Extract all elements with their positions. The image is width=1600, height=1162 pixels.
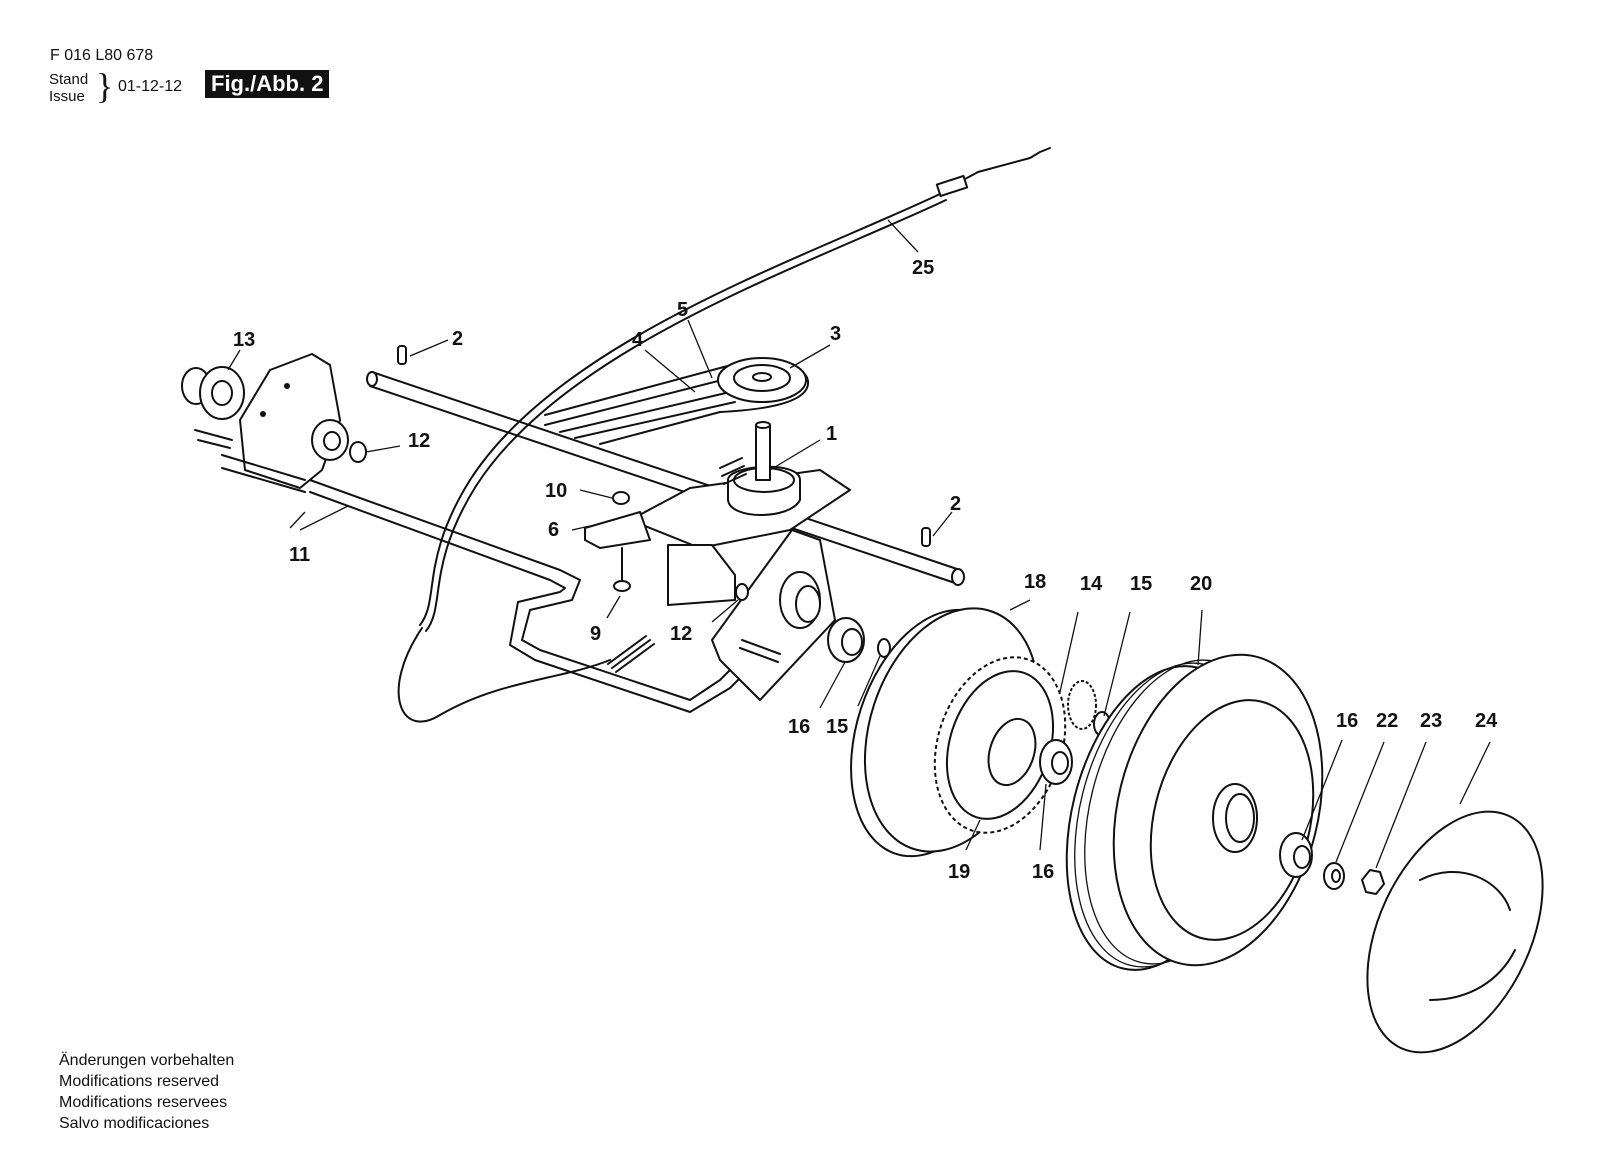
label-24: 24: [1475, 710, 1498, 732]
label-12-upper: 12: [408, 430, 430, 452]
label-15-lower: 15: [826, 716, 848, 738]
leader-lines: [227, 219, 1491, 869]
label-11: 11: [289, 544, 310, 566]
small-parts: [349, 441, 749, 673]
label-12-lower: 12: [670, 623, 692, 645]
notice-de: Änderungen vorbehalten: [59, 1052, 235, 1069]
label-4: 4: [632, 329, 644, 351]
part-11-axle-frame: [194, 429, 749, 713]
figure-title: Fig./Abb. 2: [205, 70, 330, 98]
part-10-nut: [612, 491, 630, 505]
issue-date: 01-12-12: [118, 78, 183, 95]
label-10: 10: [545, 480, 567, 502]
stand-issue-label: Stand Issue: [49, 71, 88, 105]
label-2-right: 2: [950, 493, 961, 515]
stand-label: Stand: [49, 71, 89, 88]
notice-en: Modifications reserved: [59, 1073, 220, 1090]
part-2-key: [397, 345, 407, 365]
label-19: 19: [948, 861, 970, 883]
label-20: 20: [1190, 573, 1212, 595]
label-1: 1: [826, 423, 837, 445]
part-24-hubcap: [1366, 810, 1544, 1054]
part-16-bushing-left: [827, 617, 891, 663]
part-20-wheel: [1065, 653, 1324, 971]
issue-label: Issue: [49, 88, 85, 105]
notice-es: Salvo modificaciones: [59, 1115, 210, 1132]
label-13: 13: [233, 329, 255, 351]
label-6: 6: [548, 519, 559, 541]
label-14: 14: [1080, 573, 1103, 595]
label-18: 18: [1024, 571, 1046, 593]
hub-hardware: [1279, 832, 1385, 895]
part-13-pinion: [181, 366, 245, 420]
label-16-center: 16: [1032, 861, 1054, 883]
brace-glyph: }: [96, 66, 114, 106]
part-12-ring-lower: [735, 583, 749, 601]
label-2-left: 2: [452, 328, 463, 350]
notice-fr: Modifications reservees: [59, 1094, 228, 1111]
label-15-upper: 15: [1130, 573, 1152, 595]
part-1-transmission: [584, 421, 851, 701]
rear-shaft: [366, 345, 965, 586]
document-code: F 016 L80 678: [50, 47, 154, 64]
part-3-pulley-belt: [544, 357, 810, 445]
label-16-right: 16: [1336, 710, 1358, 732]
label-5: 5: [677, 299, 688, 321]
bracket-plate: [239, 353, 349, 489]
label-22: 22: [1376, 710, 1398, 732]
part-23-nut: [1361, 869, 1385, 895]
modification-notice: Änderungen vorbehalten Modifications res…: [59, 1050, 234, 1134]
label-23: 23: [1420, 710, 1442, 732]
part-14-pinion: [1067, 680, 1111, 737]
part-12-ring: [349, 441, 367, 463]
part-19-gear: [933, 656, 1073, 834]
label-16-left: 16: [788, 716, 810, 738]
label-9: 9: [590, 623, 601, 645]
label-25: 25: [912, 257, 934, 279]
part-25-cable: [397, 147, 1051, 723]
label-3: 3: [830, 323, 841, 345]
part-2-key-right: [921, 527, 931, 547]
part-6-lever: [584, 511, 651, 549]
